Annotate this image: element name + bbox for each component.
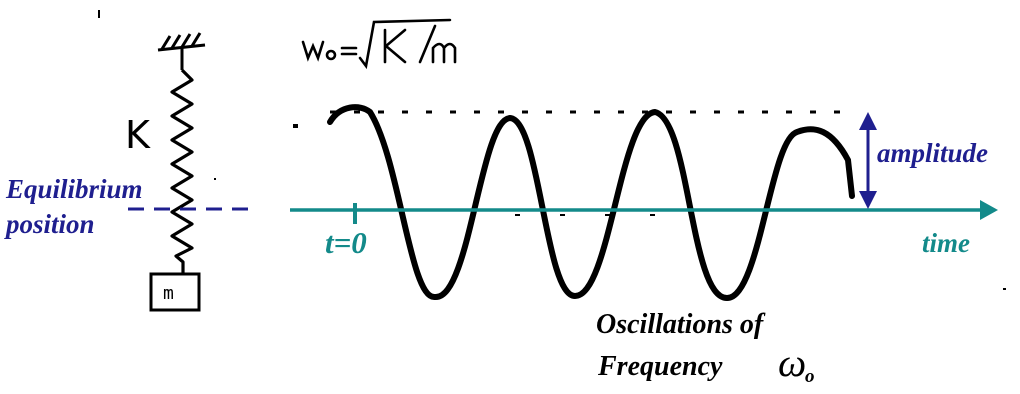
- caption-line2: Frequency: [598, 351, 723, 382]
- equilibrium-label-line1: Equilibrium: [6, 174, 143, 204]
- time-axis: [290, 200, 998, 224]
- amplitude-label: amplitude: [877, 138, 989, 168]
- stray-mark-right: [1003, 288, 1006, 290]
- stray-mark: [98, 10, 100, 18]
- spring-constant-label: K: [125, 113, 151, 157]
- mass-block: m: [149, 272, 201, 312]
- left-dot: [293, 124, 298, 128]
- stray-mark-left: [214, 178, 216, 180]
- spring: [170, 68, 194, 274]
- omega-symbol: ω: [778, 340, 807, 385]
- oscillation-curve: [327, 104, 855, 302]
- ceiling-support: [157, 32, 206, 70]
- amplitude-arrow: [859, 112, 877, 209]
- mass-label: m: [163, 283, 174, 304]
- omega-subscript: o: [805, 366, 815, 387]
- frequency-formula: [301, 18, 457, 70]
- time-axis-label: time: [922, 228, 970, 258]
- t0-label: t=0: [325, 225, 367, 260]
- equilibrium-label-line2: position: [6, 209, 95, 239]
- caption-line1: Oscillations of: [596, 309, 764, 340]
